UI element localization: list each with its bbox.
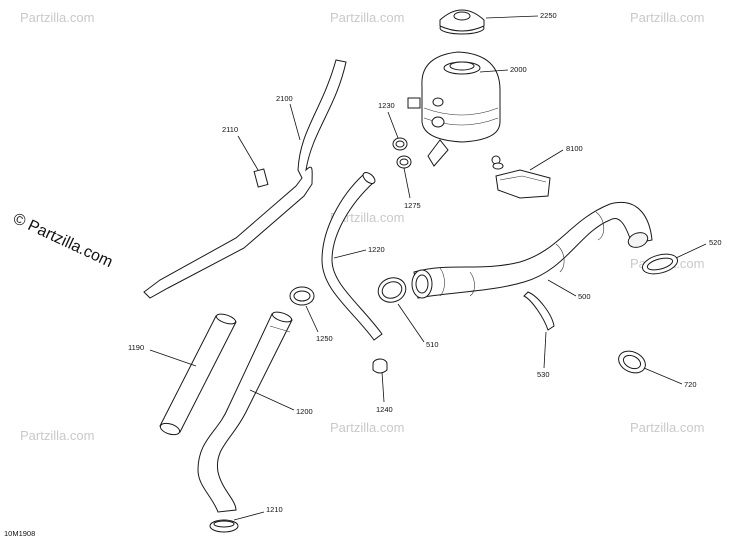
clamp-520[interactable] bbox=[640, 251, 679, 278]
coolant-hose-1220[interactable] bbox=[321, 170, 383, 341]
callout-label[interactable]: 2110 bbox=[222, 125, 238, 134]
callout-label[interactable]: 1240 bbox=[376, 405, 393, 414]
clamp-1230[interactable] bbox=[392, 137, 408, 151]
leader-line bbox=[305, 305, 319, 333]
leader-line bbox=[403, 167, 411, 199]
watermark-text: Partzilla.com bbox=[330, 10, 404, 25]
callout-label[interactable]: 720 bbox=[684, 380, 697, 389]
watermark-text: Partzilla.com bbox=[630, 420, 704, 435]
copyright-text: © Partzilla.com bbox=[10, 210, 115, 271]
watermark-text: Partzilla.com bbox=[20, 10, 94, 25]
leader-line bbox=[381, 371, 385, 403]
leader-line bbox=[233, 511, 265, 521]
callout-label[interactable]: 1220 bbox=[368, 245, 385, 254]
watermark-layer: Partzilla.com Partzilla.com Partzilla.co… bbox=[20, 10, 704, 443]
radiator-hose-500[interactable] bbox=[411, 201, 653, 299]
callout-label[interactable]: 510 bbox=[426, 340, 439, 349]
callout-label[interactable]: 2250 bbox=[540, 11, 557, 20]
leader-line bbox=[387, 111, 399, 139]
callout-label[interactable]: 2100 bbox=[276, 94, 293, 103]
leader-line bbox=[485, 15, 539, 19]
callout-label[interactable]: 520 bbox=[709, 238, 722, 247]
callout-label[interactable]: 1250 bbox=[316, 334, 333, 343]
mount-bracket[interactable] bbox=[492, 162, 551, 199]
watermark-text: Partzilla.com bbox=[330, 210, 404, 225]
leader-line bbox=[675, 243, 707, 259]
hose-strap[interactable] bbox=[523, 291, 555, 331]
callout-label[interactable]: 1230 bbox=[378, 101, 395, 110]
clamp-1210[interactable] bbox=[209, 519, 239, 533]
tube-1200[interactable] bbox=[197, 310, 293, 513]
callout-label[interactable]: 2000 bbox=[510, 65, 527, 74]
radiator-cap[interactable] bbox=[439, 9, 485, 35]
overflow-hose[interactable] bbox=[143, 59, 347, 299]
leader-line bbox=[289, 103, 301, 141]
clamp-1250[interactable] bbox=[289, 286, 315, 306]
diagram-code: 10M1908 bbox=[4, 529, 35, 538]
tube-1190[interactable] bbox=[159, 312, 237, 437]
watermark-text: Partzilla.com bbox=[20, 428, 94, 443]
callout-label[interactable]: 1190 bbox=[128, 343, 144, 352]
coolant-reservoir[interactable] bbox=[407, 51, 501, 167]
leader-line bbox=[543, 331, 547, 369]
hose-clip[interactable] bbox=[253, 168, 269, 188]
leader-line bbox=[149, 349, 197, 367]
leader-line bbox=[643, 367, 683, 385]
callout-label[interactable]: 500 bbox=[578, 292, 591, 301]
watermark-text: Partzilla.com bbox=[330, 420, 404, 435]
callout-label[interactable]: 1275 bbox=[404, 201, 421, 210]
clamp-1275[interactable] bbox=[396, 155, 412, 169]
clamp-720[interactable] bbox=[615, 347, 649, 377]
callout-label[interactable]: 1200 bbox=[296, 407, 313, 416]
callout-label[interactable]: 530 bbox=[537, 370, 550, 379]
leader-line bbox=[237, 135, 259, 171]
leader-line bbox=[479, 69, 509, 73]
leader-line bbox=[249, 389, 295, 411]
leader-line bbox=[397, 303, 425, 343]
leader-line bbox=[529, 149, 564, 171]
clamp-1240[interactable] bbox=[372, 358, 388, 374]
leader-line bbox=[333, 249, 367, 259]
callout-label[interactable]: 1210 bbox=[266, 505, 283, 514]
leader-line bbox=[547, 279, 577, 297]
watermark-text: Partzilla.com bbox=[630, 10, 704, 25]
callout-label[interactable]: 8100 bbox=[566, 144, 583, 153]
clamp-510[interactable] bbox=[375, 274, 410, 306]
